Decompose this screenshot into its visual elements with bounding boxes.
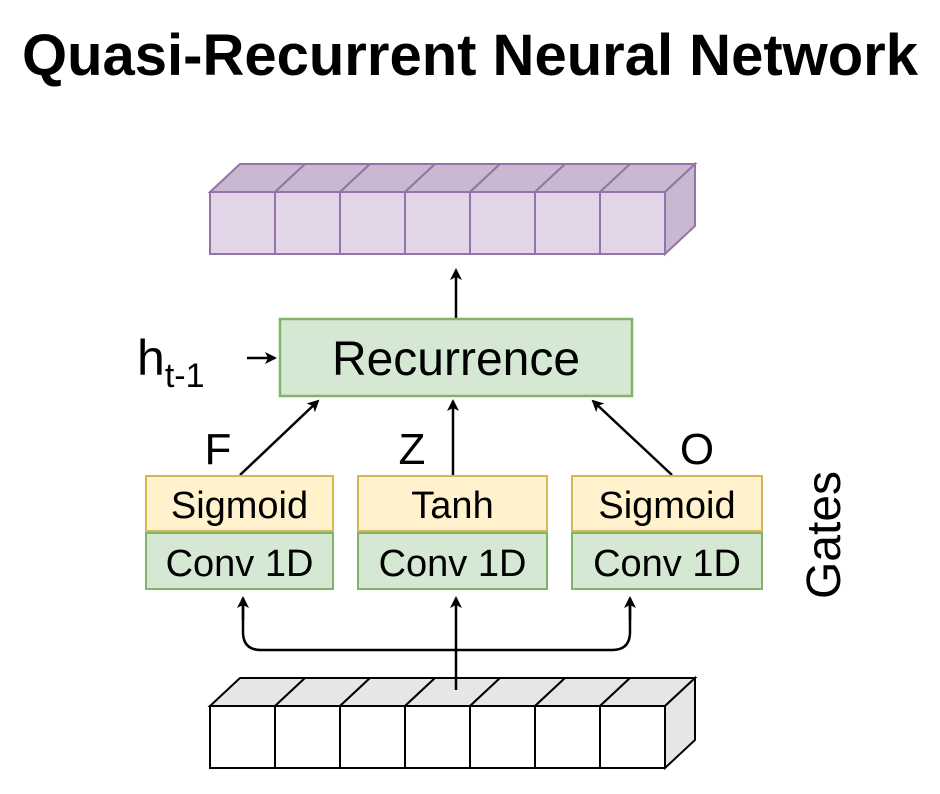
output-cell <box>404 191 471 255</box>
gate-f-activation-box <box>145 475 334 532</box>
gate-o-activation-box <box>571 475 763 532</box>
gate-o-conv-label: Conv 1D <box>593 543 741 585</box>
input-cell <box>599 705 666 769</box>
output-cell <box>469 191 536 255</box>
recurrence-box <box>278 317 634 398</box>
gate-f-arrow <box>239 399 320 476</box>
gate-o-arrow <box>591 399 673 476</box>
page-title: Quasi-Recurrent Neural Network <box>22 23 919 88</box>
gate-z-conv-box <box>357 532 548 590</box>
hidden-state-label: ht-1 <box>137 330 205 395</box>
output-cells <box>207 161 698 257</box>
gates-group-label: Gates <box>798 471 851 599</box>
input-cells <box>207 675 698 771</box>
gate-o-activation-label: Sigmoid <box>598 485 735 527</box>
gate-f-letter: F <box>205 425 232 474</box>
output-cell <box>339 191 406 255</box>
input-cell <box>209 705 276 769</box>
output-cell <box>599 191 666 255</box>
gate-f-conv-label: Conv 1D <box>166 543 314 585</box>
input-cell <box>404 705 471 769</box>
output-cell <box>209 191 276 255</box>
gate-z-activation-label: Tanh <box>411 485 493 527</box>
input-cell <box>534 705 601 769</box>
gate-o-conv-box <box>571 532 763 590</box>
output-cell <box>534 191 601 255</box>
hidden-state-subscript: t-1 <box>165 357 205 395</box>
gate-f-conv-box <box>145 532 334 590</box>
hidden-state-base: h <box>137 330 165 386</box>
input-cell <box>339 705 406 769</box>
input-cell <box>469 705 536 769</box>
gate-o-letter: O <box>680 425 714 474</box>
output-cell <box>274 191 341 255</box>
gate-z-activation-box <box>357 475 548 532</box>
gate-z-letter: Z <box>399 425 426 474</box>
gate-z-conv-label: Conv 1D <box>379 543 527 585</box>
gate-f-activation-label: Sigmoid <box>171 485 308 527</box>
input-branch-connector <box>241 598 632 652</box>
recurrence-label: Recurrence <box>332 333 580 386</box>
input-cell <box>274 705 341 769</box>
